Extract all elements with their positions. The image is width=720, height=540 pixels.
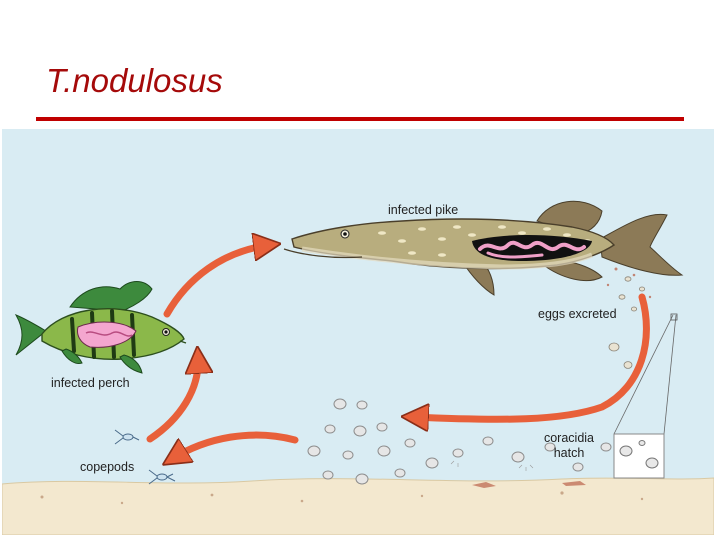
perch-anal-fin [61, 348, 83, 364]
pike-tail-fin [599, 213, 684, 276]
sand-specks [40, 491, 644, 505]
coracidia-cluster [307, 398, 612, 485]
perch-pelvic-fin [119, 354, 143, 374]
egg-trail [608, 276, 646, 369]
cycle-arrows [146, 245, 650, 459]
arrow-eggs-down [412, 293, 650, 419]
seabed-debris [472, 481, 586, 488]
pike-illustration [283, 200, 684, 296]
coracidia-larva [450, 460, 534, 471]
perch-tail-fin [14, 314, 47, 356]
pike-gut-cavity [472, 235, 592, 261]
arrow-copepods-to-perch [146, 357, 198, 443]
copepod-lower [148, 469, 176, 485]
arrow-to-copepods [172, 431, 299, 459]
perch-mouth [179, 340, 187, 344]
pike-jaw [283, 248, 363, 259]
page-title: T.nodulosus [46, 62, 223, 99]
perch-dorsal-fin [69, 281, 153, 312]
copepod-upper [114, 429, 140, 445]
egg-debris [606, 267, 652, 299]
egg-inset [613, 313, 678, 479]
life-cycle-diagram [2, 129, 714, 535]
label-coracidia-hatch: coracidia hatch [543, 431, 595, 460]
pike-spots [378, 225, 591, 257]
inset-box [613, 433, 665, 479]
seabed-sand [2, 477, 714, 535]
arrow-perch-to-pike [163, 245, 270, 318]
pike-belly [301, 246, 593, 270]
label-copepods: copepods [80, 460, 135, 474]
title-divider [36, 117, 684, 121]
pike-tapeworms [478, 240, 586, 252]
label-eggs-excreted: eggs excreted [538, 307, 617, 321]
label-infected-pike: infected pike [388, 203, 459, 217]
perch-illustration [14, 281, 187, 374]
label-infected-perch: infected perch [51, 376, 130, 390]
